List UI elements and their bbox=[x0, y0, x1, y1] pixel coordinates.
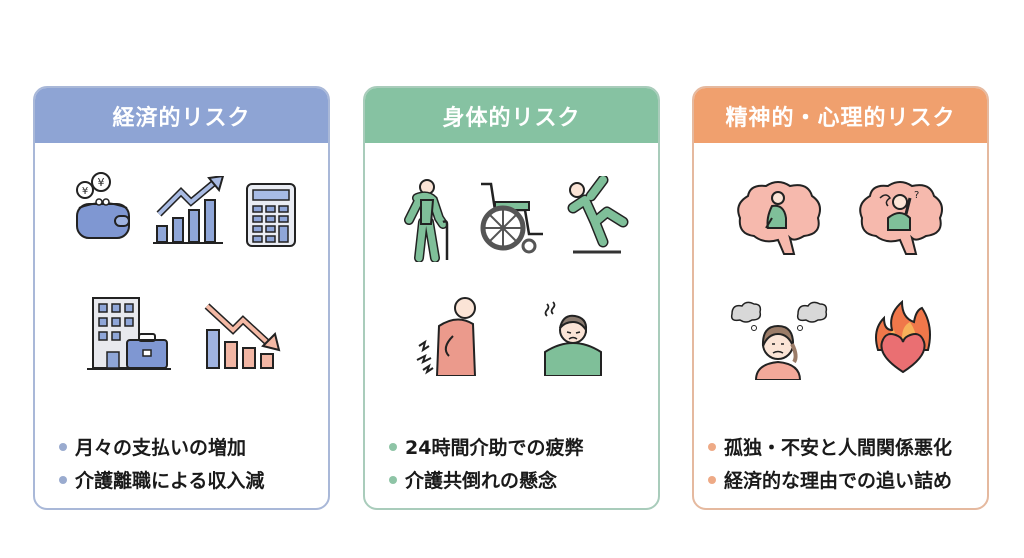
calculator-icon bbox=[246, 183, 296, 247]
burning-heart-icon bbox=[875, 300, 931, 374]
office-building-briefcase-icon bbox=[87, 297, 171, 370]
risk-bullet-list: 月々の支払いの増加 介護離職による収入減 bbox=[59, 430, 264, 496]
back-pain-icon bbox=[416, 297, 477, 376]
list-item: 孤独・不安と人間関係悪化 bbox=[708, 430, 952, 463]
elderly-cane-icon bbox=[404, 179, 449, 262]
wheelchair-icon bbox=[480, 182, 543, 254]
card-title: 身体的リスク bbox=[365, 88, 658, 143]
chart-down-icon bbox=[204, 303, 281, 369]
list-item: 24時間介助での疲弊 bbox=[389, 430, 583, 463]
card-title: 経済的リスク bbox=[35, 88, 328, 143]
chart-up-icon bbox=[153, 176, 225, 244]
list-item: 介護離職による収入減 bbox=[59, 463, 264, 496]
svg-text:?: ? bbox=[914, 190, 919, 201]
svg-text:¥: ¥ bbox=[82, 186, 88, 197]
physical-risk-card: 身体的リスク bbox=[363, 86, 660, 510]
svg-text:¥: ¥ bbox=[98, 176, 105, 189]
card-title: 精神的・心理的リスク bbox=[694, 88, 987, 143]
falling-person-icon bbox=[567, 176, 629, 254]
risk-bullet-list: 24時間介助での疲弊 介護共倒れの懸念 bbox=[389, 430, 583, 496]
bullet-dot bbox=[389, 442, 397, 451]
worried-woman-icon bbox=[730, 301, 828, 380]
brain-isolation-icon bbox=[737, 181, 821, 255]
economic-risk-card: 経済的リスク ¥ ¥ bbox=[33, 86, 330, 510]
bullet-dot bbox=[708, 475, 716, 484]
list-item: 介護共倒れの懸念 bbox=[389, 463, 583, 496]
bullet-dot bbox=[708, 442, 716, 451]
list-item: 経済的な理由での追い詰め bbox=[708, 463, 952, 496]
exhausted-person-icon bbox=[544, 301, 602, 376]
list-item: 月々の支払いの増加 bbox=[59, 430, 264, 463]
bullet-dot bbox=[59, 475, 67, 484]
wallet-yen-icon: ¥ ¥ bbox=[76, 172, 130, 239]
brain-confusion-icon: ? bbox=[859, 181, 943, 255]
mental-risk-card: 精神的・心理的リスク ? bbox=[692, 86, 989, 510]
bullet-dot bbox=[59, 442, 67, 451]
risk-bullet-list: 孤独・不安と人間関係悪化 経済的な理由での追い詰め bbox=[708, 430, 952, 496]
bullet-dot bbox=[389, 475, 397, 484]
